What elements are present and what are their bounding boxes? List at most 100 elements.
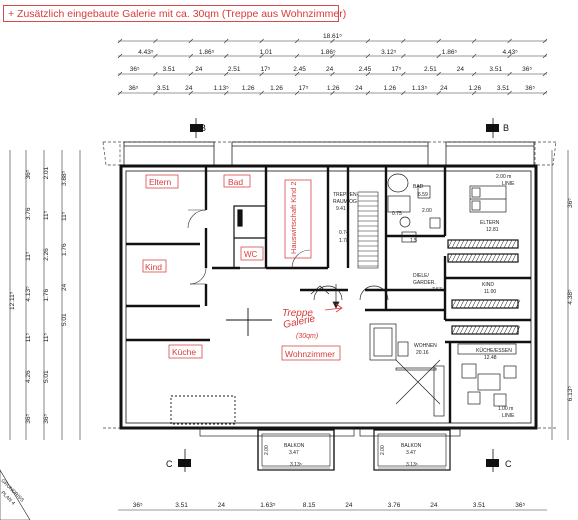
top2-labels-11: 3.51 (489, 66, 502, 73)
svg-text:3.13⁵: 3.13⁵ (290, 462, 302, 468)
top1-labels-0: 4.43⁵ (138, 49, 154, 56)
left2-labels-5: 5.01 (43, 370, 50, 383)
balkon-right-label: BALKON (401, 443, 422, 449)
dim-tick (330, 53, 335, 59)
room-label-bad: Bad (228, 177, 243, 187)
hatch-line (447, 239, 453, 249)
line-2m-label: 2.00 m (496, 174, 511, 180)
hatch-line (503, 239, 509, 249)
dim-tick (188, 53, 194, 59)
dim-tick (507, 38, 512, 44)
top2-labels-12: 36⁵ (522, 66, 532, 73)
right-interior-walls (386, 166, 531, 423)
hatch-line (495, 253, 501, 263)
top3-labels-6: 17⁵ (299, 85, 309, 92)
dim-tick (188, 38, 194, 44)
dim-tick (294, 71, 300, 77)
dim-tick (471, 53, 477, 59)
dim-tick (436, 38, 441, 44)
dim-tick (294, 53, 300, 59)
hatch-line (507, 299, 513, 309)
dim-tick (153, 53, 158, 59)
main-stairs (357, 191, 379, 269)
hatch-line (459, 325, 465, 335)
top1-labels-1: 1.86⁵ (199, 49, 215, 56)
left-total-dim: 12.11⁵ (9, 291, 16, 310)
hatch-line (483, 239, 489, 249)
dim-tick (436, 53, 441, 59)
dim-tick (507, 53, 512, 59)
hatch-line (511, 239, 517, 249)
hatch-line (471, 325, 477, 335)
hatch-line (487, 253, 493, 263)
hatch-line (467, 253, 473, 263)
hatch-line (491, 253, 497, 263)
kitchen-counters (170, 308, 272, 425)
bottom-labels-4: 8.15 (303, 502, 316, 509)
svg-text:11.00: 11.00 (484, 289, 496, 295)
hatch-line (495, 239, 501, 249)
top1-labels-2: 1.01 (260, 49, 273, 56)
dim-tick (224, 53, 229, 59)
left-labels-6: 36⁵ (25, 413, 32, 423)
bad-label: BAD (413, 184, 424, 190)
dim-tick (224, 71, 229, 77)
top2-labels-7: 2.45 (359, 66, 372, 73)
svg-text:3.47: 3.47 (289, 450, 299, 456)
svg-text:B: B (503, 123, 509, 133)
svg-text:20.16: 20.16 (416, 350, 429, 356)
room-label-wohnzimmer: Wohnzimmer (285, 349, 335, 359)
left3-labels-1: 11⁵ (61, 211, 68, 221)
left-dimension-lines (9, 150, 81, 440)
room-label-kueche: Küche (172, 347, 196, 357)
hatch-line (479, 253, 485, 263)
dim-tick (365, 38, 371, 44)
top-dormers (123, 141, 535, 167)
hatch-line (511, 253, 517, 263)
hatch-line (483, 325, 489, 335)
bathroom-fixtures (387, 173, 441, 243)
hatch-line (451, 253, 457, 263)
hatch-line (455, 239, 461, 249)
hatch-line (499, 239, 505, 249)
left3-labels-4: 5.01 (61, 313, 68, 326)
hatch-line (491, 299, 497, 309)
left-labels-0: 36⁵ (25, 169, 32, 179)
svg-text:1.5: 1.5 (410, 238, 417, 244)
left2-labels-0: 2.01 (43, 166, 50, 179)
dining-furniture (457, 343, 517, 407)
top2-labels-6: 24 (326, 66, 334, 73)
room-label-hauswirtschaft: Hauswirtschaft Kind 2 (289, 181, 298, 254)
top2-labels-4: 17⁵ (261, 66, 271, 73)
left2-labels-3: 1.76 (43, 289, 50, 302)
top3-labels-11: 24 (440, 85, 448, 92)
top2-labels-5: 2.45 (293, 66, 306, 73)
dim-tick (153, 38, 158, 44)
top2-labels-8: 17⁵ (391, 66, 401, 73)
hatch-line (451, 239, 457, 249)
dim-tick (117, 53, 123, 59)
svg-text:C: C (505, 459, 512, 469)
dim-tick (365, 71, 371, 77)
dim-tick (330, 71, 335, 77)
section-marker-c-right: C (486, 449, 512, 472)
svg-text:GARDER.: GARDER. (413, 280, 436, 286)
svg-text:LINIE: LINIE (502, 181, 515, 187)
hatch-line (471, 253, 477, 263)
bottom-labels-9: 36⁵ (515, 502, 525, 509)
hatch-line (499, 299, 505, 309)
balkon-left-label: BALKON (284, 443, 305, 449)
right-dimension-line (551, 150, 569, 440)
bedroom-bed (469, 185, 507, 213)
bottom-labels-6: 3.76 (388, 502, 401, 509)
handwritten-gallery-note: Treppe Galerie (30qm) (282, 303, 343, 340)
hatch-line (451, 299, 457, 309)
svg-text:C: C (166, 459, 173, 469)
hatch-line (499, 253, 505, 263)
diele-label: DIELE/ (413, 273, 429, 279)
top3-labels-2: 24 (185, 85, 193, 92)
